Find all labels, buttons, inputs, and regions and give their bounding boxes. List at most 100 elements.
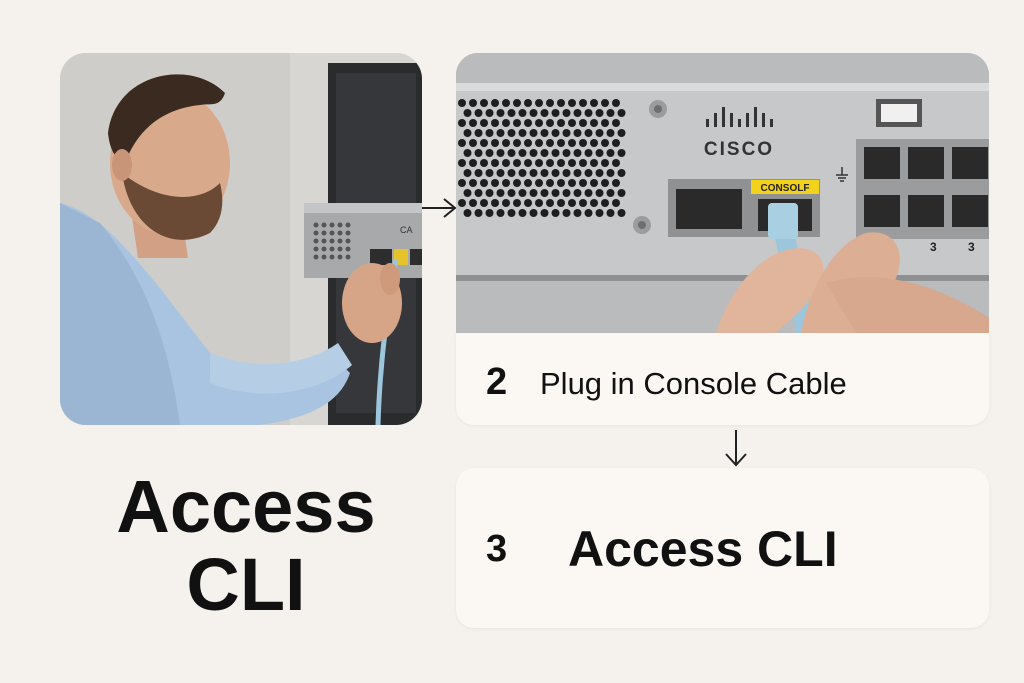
vent-hole: [568, 179, 576, 187]
vent-hole: [590, 139, 598, 147]
vent-hole: [573, 109, 582, 117]
vent-hole: [469, 139, 477, 147]
vent-hole: [485, 129, 494, 137]
vent-hole: [540, 109, 549, 117]
vent-hole: [518, 109, 527, 117]
vent-hole: [502, 139, 510, 147]
vent-hole: [529, 129, 538, 137]
vent-hole: [469, 159, 477, 167]
vent-hole: [601, 139, 609, 147]
vent-hole: [529, 169, 538, 177]
vent-hole: [601, 179, 609, 187]
vent-hole: [617, 109, 626, 117]
vent-hole: [551, 129, 560, 137]
vent-hole: [458, 179, 466, 187]
vent-hole: [617, 189, 626, 197]
router-label: CA: [400, 225, 413, 235]
title-line: CLI: [186, 543, 306, 626]
vent-hole: [562, 169, 571, 177]
arrow-down-icon: [725, 430, 747, 467]
vent-hole: [474, 149, 483, 157]
vent-hole: [584, 129, 593, 137]
vent-hole: [469, 119, 477, 127]
vent-hole: [513, 99, 521, 107]
vent-hole: [496, 149, 505, 157]
vent-hole: [579, 119, 587, 127]
vent-hole: [480, 119, 488, 127]
vent-hole: [463, 169, 472, 177]
vent-hole: [491, 199, 499, 207]
vent-hole: [590, 199, 598, 207]
vent-hole: [524, 99, 532, 107]
step-2-card: 2 Plug in Console Cable: [456, 333, 989, 425]
vent-hole: [595, 109, 604, 117]
vent-hole: [502, 119, 510, 127]
vent-hole: [557, 99, 565, 107]
vent-hole: [573, 129, 582, 137]
vent-hole: [513, 199, 521, 207]
vent-hole: [606, 209, 615, 217]
vent-hole: [485, 149, 494, 157]
vent-hole: [480, 179, 488, 187]
vent-hole: [529, 109, 538, 117]
vent-hole: [551, 209, 560, 217]
console-label: CONSOLF: [761, 183, 810, 194]
vent-hole: [513, 139, 521, 147]
vent-hole: [458, 159, 466, 167]
vent-hole: [557, 119, 565, 127]
vent-hole: [463, 209, 472, 217]
vent-hole: [540, 129, 549, 137]
vent-hole: [540, 209, 549, 217]
vent-hole: [573, 189, 582, 197]
vent-hole: [463, 129, 472, 137]
vent-hole: [584, 209, 593, 217]
vent-hole: [474, 129, 483, 137]
vent-hole: [617, 169, 626, 177]
port-number: 3: [930, 240, 937, 254]
vent-hole: [546, 199, 554, 207]
vent-hole: [568, 159, 576, 167]
vent-hole: [590, 159, 598, 167]
vent-hole: [463, 109, 472, 117]
step-number: 2: [486, 361, 508, 403]
vent-hole: [524, 159, 532, 167]
vent-hole: [524, 139, 532, 147]
vent-hole: [568, 139, 576, 147]
vent-hole: [557, 139, 565, 147]
vent-hole: [458, 119, 466, 127]
vent-hole: [474, 189, 483, 197]
vent-hole: [496, 169, 505, 177]
vent-hole: [496, 129, 505, 137]
vent-hole: [491, 119, 499, 127]
vent-hole: [518, 129, 527, 137]
vent-hole: [606, 109, 615, 117]
vent-hole: [601, 199, 609, 207]
vent-hole: [606, 189, 615, 197]
vent-hole: [518, 149, 527, 157]
vent-hole: [529, 209, 538, 217]
vent-hole: [579, 99, 587, 107]
vent-hole: [551, 189, 560, 197]
vent-hole: [507, 129, 516, 137]
vent-hole: [568, 199, 576, 207]
vent-hole: [551, 169, 560, 177]
vent-hole: [518, 189, 527, 197]
vent-hole: [535, 159, 543, 167]
vent-hole: [513, 179, 521, 187]
vent-hole: [573, 209, 582, 217]
vent-hole: [507, 109, 516, 117]
vent-hole: [590, 179, 598, 187]
vent-hole: [551, 109, 560, 117]
step-label: Access CLI: [568, 521, 838, 577]
vent-hole: [458, 199, 466, 207]
vent-hole: [584, 189, 593, 197]
arrow-right-icon: [422, 198, 457, 218]
vent-hole: [551, 149, 560, 157]
vent-hole: [480, 199, 488, 207]
vent-hole: [557, 199, 565, 207]
vent-hole: [573, 169, 582, 177]
vent-hole: [474, 109, 483, 117]
vent-hole: [579, 199, 587, 207]
vent-hole: [524, 199, 532, 207]
vent-hole: [579, 159, 587, 167]
